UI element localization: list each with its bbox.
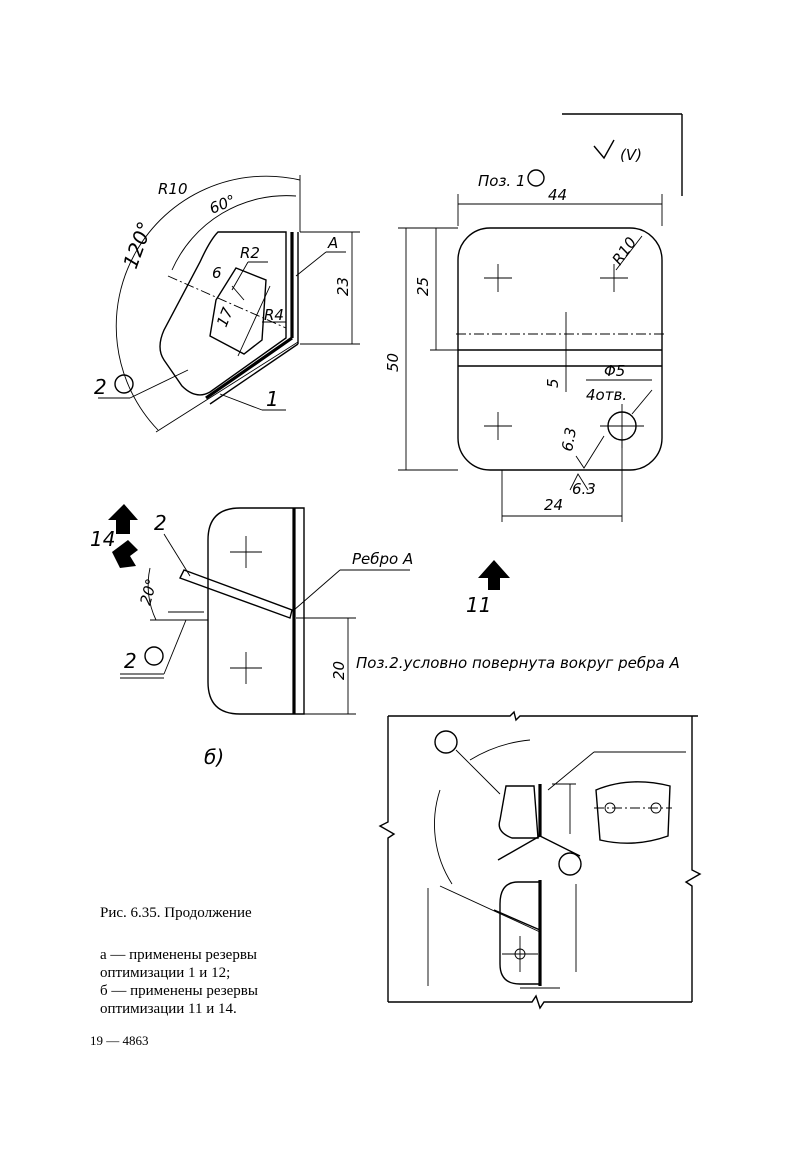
leader-line <box>439 885 541 933</box>
leader-2 <box>163 533 191 577</box>
figure-caption-title: Рис. 6.35. Продолжение <box>100 905 252 921</box>
callout-2-bottom: 2 <box>124 649 137 673</box>
label-17: 17 <box>213 305 237 330</box>
upper-part <box>498 785 539 839</box>
leader-line <box>455 749 501 795</box>
frame-right <box>684 716 702 1002</box>
edge-line <box>493 909 541 931</box>
callout-1: 1 <box>266 387 279 411</box>
label-r2: R2 <box>240 244 260 262</box>
label-rib-a: Ребро А <box>352 550 413 568</box>
arrow-11-icon <box>478 560 510 590</box>
label-23: 23 <box>334 277 352 296</box>
edge-line <box>539 835 581 857</box>
edge-line <box>497 835 541 861</box>
arc-20-dimension <box>147 567 157 621</box>
rotation-note: Поз.2.условно повернута вокруг ребра А <box>356 654 680 672</box>
arrow-14-icon <box>108 504 138 534</box>
caption-line: б — применены резервы <box>100 983 258 999</box>
arc-60-dimension <box>171 195 297 271</box>
label-roughness-bottom: 6.3 <box>572 480 596 498</box>
caption-line: оптимизации 1 и 12; <box>100 965 231 981</box>
leader-hole <box>631 389 653 415</box>
plate-outline <box>457 227 663 471</box>
view-b-plate <box>207 507 305 715</box>
callout-2: 2 <box>94 375 107 399</box>
page-footer: 19 — 4863 <box>90 1033 149 1048</box>
assembly-sketch <box>378 710 702 1010</box>
arc-dimension <box>434 789 453 885</box>
leader-1 <box>219 393 263 411</box>
dimension-line-17 <box>237 285 271 357</box>
callout-2: 2 <box>154 511 167 535</box>
lower-part <box>499 881 541 985</box>
label-5: 5 <box>544 378 562 388</box>
extension-line <box>155 341 299 433</box>
plate-view: (V) Поз. 1 <box>384 113 683 522</box>
pos-1-label: Поз. 1 <box>478 172 526 190</box>
arc-dimension <box>469 739 531 761</box>
label-44: 44 <box>548 186 567 204</box>
label-r4: R4 <box>264 306 284 324</box>
arc-120-dimension <box>115 175 301 431</box>
label-24: 24 <box>544 496 563 514</box>
roughness-label: (V) <box>620 146 642 164</box>
label-14: 14 <box>90 527 115 551</box>
roughness-check-icon <box>569 473 589 491</box>
label-11: 11 <box>466 593 491 617</box>
leader-r2 <box>231 261 249 291</box>
caption-line: а — применены резервы <box>100 947 257 963</box>
leader-2 <box>163 619 187 675</box>
leader-2 <box>129 369 189 399</box>
position-marker <box>114 374 134 394</box>
caption-line: оптимизации 11 и 14. <box>100 1001 237 1017</box>
position-marker <box>527 169 545 187</box>
label-r10: R10 <box>609 234 641 269</box>
label-a: A <box>327 234 338 252</box>
plate-edge <box>205 336 293 400</box>
label-60deg: 60° <box>207 191 238 218</box>
label-20: 20 <box>330 661 348 680</box>
subfigure-label: б) <box>204 745 224 769</box>
roughness-check-icon <box>593 139 615 160</box>
leader-rib <box>293 569 341 611</box>
label-hole-count: 4отв. <box>586 386 627 404</box>
leader-line <box>547 751 595 791</box>
label-6: 6 <box>212 264 222 282</box>
label-roughness-left: 6.3 <box>558 426 580 453</box>
position-marker <box>434 730 458 754</box>
bracket-window <box>209 267 267 355</box>
roughness-check-icon <box>575 435 605 469</box>
label-r10: R10 <box>158 180 188 198</box>
frame-top <box>388 710 698 722</box>
arrow-14-icon <box>112 540 138 568</box>
label-120deg: 120° <box>118 218 157 271</box>
part-2-rotated <box>179 569 293 619</box>
frame-left <box>378 716 396 1002</box>
dimension-line-6 <box>231 285 245 301</box>
center-line <box>167 275 287 329</box>
right-part <box>595 781 671 844</box>
plate-edge <box>209 343 299 405</box>
leader-a <box>295 251 327 277</box>
bracket-detail: R10 60° 120° R2 6 17 R4 A 23 2 1 <box>94 175 360 433</box>
label-hole-dia: Φ5 <box>604 362 625 380</box>
leader-r10 <box>615 235 643 271</box>
position-marker <box>144 646 164 666</box>
label-50: 50 <box>384 353 402 372</box>
bracket-outline <box>159 231 287 396</box>
view-b: 2 14 Ребро А 20° 2 20 11 Поз.2.условно п… <box>90 504 680 769</box>
frame-bottom <box>388 994 692 1010</box>
label-20deg: 20° <box>136 577 160 607</box>
label-25: 25 <box>414 277 432 296</box>
position-marker <box>558 852 582 876</box>
